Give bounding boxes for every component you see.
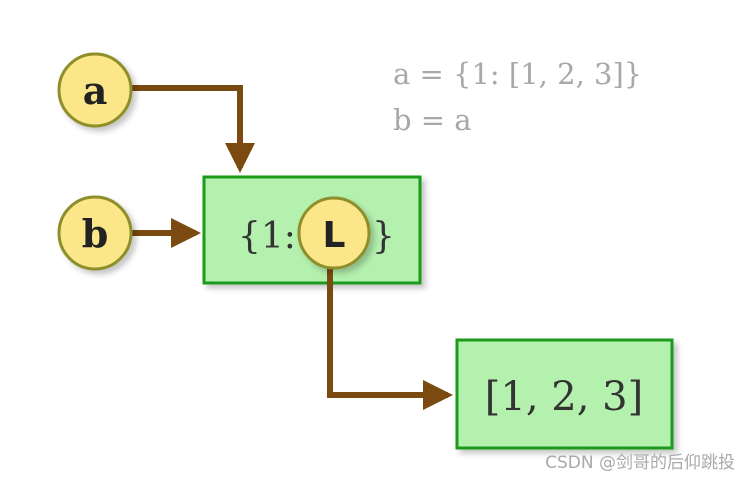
variable-b-label: b [82,211,109,256]
dict-open-text: {1: [238,216,296,257]
arrow-ref-to-list [327,268,453,410]
reference-l-label: L [323,215,346,256]
list-object-box [455,338,674,450]
code-line-1: a = {1: [1, 2, 3]} [393,57,643,91]
variable-b-circle [57,195,133,271]
arrow-a-to-dict [132,85,255,173]
code-line-2: b = a [393,103,472,137]
variable-a-circle [57,52,133,128]
watermark-text: CSDN @剑哥的后仰跳投 [545,453,735,473]
list-values-text: [1, 2, 3] [485,374,643,420]
reference-l-circle [297,196,371,270]
dict-close-text: } [372,216,395,257]
variable-a-label: a [83,68,108,113]
